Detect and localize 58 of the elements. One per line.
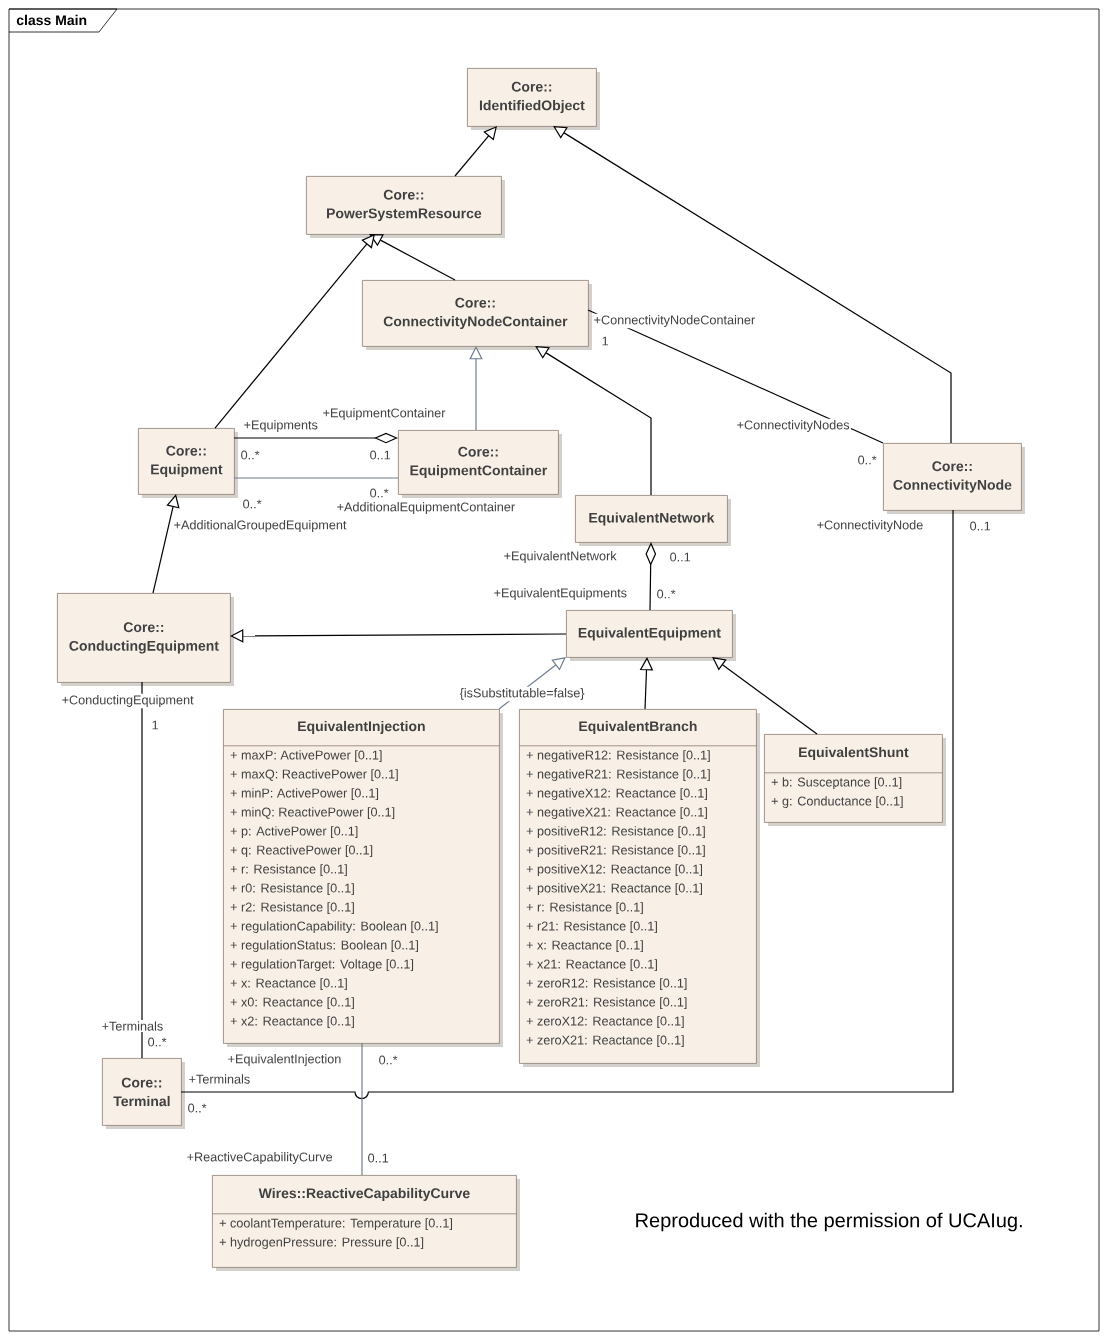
generalization-arrow <box>535 346 652 496</box>
class-box: Core:: Equipment <box>138 428 238 498</box>
role-label: +Equipments <box>242 418 320 434</box>
role-label: +AdditionalGroupedEquipment <box>172 518 348 534</box>
class-box: Core:: EquipmentContainer <box>398 430 562 498</box>
generalization-arrow <box>214 234 375 429</box>
role-label: +Terminals <box>100 1020 165 1032</box>
frame-title: class Main <box>8 8 118 33</box>
class-box: EquivalentBranch + negativeR12: Resistance [0..1] + negativeR21: Resistance [0..1] + negativeX12: Reactance [0..1] + negativeX21: Reactance [0..1] + positiveR12: Resistance [0..1] + positiveR21: Resistance [0..1] + positiveX12: Reactance [0..1] + positiveX21: Reactance [0..1] + r: Resistance [0..1] + r21: Resistance [0..1] + x: Reactance [0..1] + x21: Reactance [0..1] + zeroR12: Resistance [0..1] + zeroR21: Resistance [0..1] + zeroX12: Reactance [0..1] + zeroX21: Reactance [0..1] <box>519 709 760 1067</box>
role-label: +ConductingEquipment <box>60 693 195 709</box>
class-box: EquivalentShunt + b: Susceptance [0..1] + g: Conductance [0..1] <box>764 734 946 826</box>
role-label: +ConnectivityNodeContainer <box>592 313 757 329</box>
generalization-arrow <box>230 629 567 643</box>
association-line <box>141 681 143 1059</box>
generalization-arrow <box>369 234 456 281</box>
generalization-arrow <box>498 657 566 710</box>
generalization-arrow <box>454 126 497 177</box>
aggregation-line <box>645 542 657 611</box>
multiplicity-label: 0..1 <box>968 520 993 532</box>
generalization-arrow <box>152 494 180 594</box>
class-box: EquivalentNetwork <box>575 495 731 546</box>
multiplicity-label: 0..1 <box>368 449 393 461</box>
role-label: +ReactiveCapabilityCurve <box>185 1150 334 1166</box>
class-box: Core:: PowerSystemResource <box>306 176 505 238</box>
class-box: Wires::ReactiveCapabilityCurve + coolantTemperature: Temperature [0..1] + hydrogenPressure: Pressure [0..1] <box>212 1175 520 1271</box>
role-label: +Terminals <box>187 1073 252 1085</box>
association-line <box>233 477 399 479</box>
class-box: EquivalentEquipment <box>566 610 736 661</box>
class-box: EquivalentInjection + maxP: ActivePower [0..1] + maxQ: ReactivePower [0..1] + minP: ActivePower [0..1] + minQ: ReactivePower [0..1] + p: ActivePower [0..1] + q: ReactivePower [0..1] + r: Resistance [0..1] + r0: Resistance [0..1] + r2: Resistance [0..1] + regulationCapability: Boolean [0..1] + regulationStatus: Boolean [0..1] + regulationTarget: Voltage [0..1] + x: Reactance [0..1] + x0: Reactance [0..1] + x2: Reactance [0..1] <box>223 709 503 1047</box>
class-box: Core:: Terminal <box>102 1058 185 1129</box>
association-line <box>361 1042 363 1176</box>
generalization-arrow <box>553 126 952 444</box>
class-box: Core:: ConnectivityNodeContainer <box>362 280 592 350</box>
generalization-arrow <box>469 346 483 431</box>
multiplicity-label: 0..1 <box>366 1152 391 1164</box>
edge-label: {isSubstitutable=false} <box>458 686 586 702</box>
aggregation-line <box>233 432 398 444</box>
multiplicity-label: 1 <box>150 719 160 731</box>
role-label: +AdditionalEquipmentContainer <box>335 500 517 516</box>
role-label: +EquipmentContainer <box>321 406 447 422</box>
class-box: Core:: ConductingEquipment <box>57 593 234 686</box>
role-label: +ConnectivityNodes <box>735 418 851 434</box>
multiplicity-label: 0..* <box>239 449 261 461</box>
role-label: +EquivalentNetwork <box>502 549 618 565</box>
multiplicity-label: 0..* <box>241 498 263 510</box>
note-text: Reproduced with the permission of UCAIug. <box>633 1211 1026 1233</box>
multiplicity-label: 0..1 <box>668 551 693 563</box>
role-label: +ConnectivityNode <box>815 518 925 534</box>
multiplicity-label: 0..* <box>377 1054 399 1066</box>
multiplicity-label: 0..* <box>368 487 390 499</box>
role-label: +EquivalentEquipments <box>492 586 629 602</box>
generalization-arrow <box>712 657 818 735</box>
association-line <box>180 509 954 1100</box>
multiplicity-label: 0..* <box>655 588 677 600</box>
multiplicity-label: 0..* <box>146 1036 168 1048</box>
class-box: Core:: IdentifiedObject <box>467 68 600 130</box>
class-box: Core:: ConnectivityNode <box>883 443 1025 514</box>
multiplicity-label: 0..* <box>186 1102 208 1114</box>
